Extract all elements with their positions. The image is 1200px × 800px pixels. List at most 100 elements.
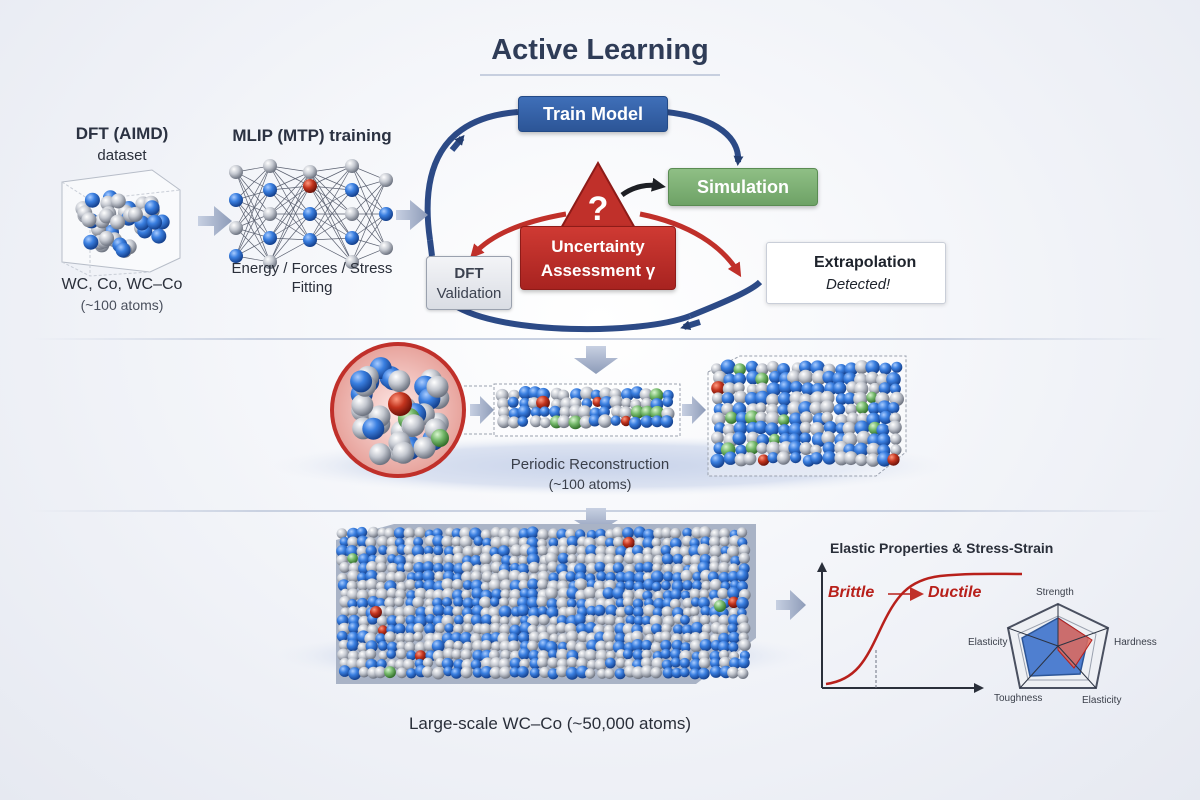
- atom: [403, 605, 416, 618]
- atom: [338, 665, 351, 677]
- atom: [672, 553, 684, 565]
- atom: [577, 405, 592, 419]
- atom: [347, 570, 360, 583]
- atom: [537, 606, 548, 616]
- atom: [546, 624, 559, 636]
- atom: [443, 666, 454, 677]
- atom: [396, 562, 407, 573]
- atom: [432, 555, 444, 566]
- atom: [480, 640, 492, 652]
- atom: [481, 570, 494, 583]
- atom: [632, 649, 644, 661]
- atom: [451, 536, 462, 547]
- atom: [866, 391, 878, 403]
- arrow-mlip-to-loop: [396, 200, 428, 230]
- atom: [587, 659, 598, 671]
- dft-validation-box: DFT Validation: [426, 256, 512, 310]
- atom: [718, 614, 730, 627]
- atom: [518, 579, 530, 591]
- atom: [414, 580, 425, 590]
- atom: [603, 553, 617, 567]
- atom: [877, 400, 892, 415]
- atom: [660, 639, 672, 652]
- atom: [727, 571, 740, 583]
- atom: [452, 606, 463, 617]
- atom: [529, 415, 542, 428]
- atom: [679, 657, 690, 669]
- nn-connection: [309, 165, 353, 215]
- atom: [735, 444, 747, 457]
- atom: [547, 561, 559, 573]
- atom: [462, 580, 473, 591]
- nn-connection: [351, 179, 387, 263]
- nn-connection: [235, 165, 271, 201]
- atom: [720, 359, 736, 375]
- atom: [337, 579, 350, 592]
- atom: [394, 623, 406, 635]
- atom: [765, 422, 779, 437]
- slab-green-atom: [714, 600, 726, 612]
- atom: [548, 537, 559, 548]
- atom: [604, 614, 616, 627]
- radar-label-hardness: Hardness: [1114, 637, 1157, 648]
- atom: [499, 597, 509, 608]
- nn-node: [379, 241, 393, 255]
- atom: [549, 616, 560, 626]
- atom: [424, 598, 435, 608]
- atom: [365, 537, 377, 549]
- atom: [366, 561, 379, 574]
- atom: [537, 545, 549, 556]
- atom: [879, 410, 893, 424]
- atom: [462, 597, 475, 610]
- atom: [832, 372, 846, 386]
- atom: [518, 647, 531, 660]
- nn-node: [263, 231, 277, 245]
- nn-connection: [309, 171, 353, 239]
- atom: [433, 545, 444, 556]
- atom: [744, 392, 760, 407]
- atom: [151, 228, 167, 244]
- atom: [800, 411, 813, 425]
- atom: [738, 622, 751, 635]
- atom: [442, 597, 453, 608]
- atom: [517, 666, 529, 678]
- atom: [470, 614, 483, 627]
- atom: [507, 416, 520, 429]
- atom: [776, 451, 791, 465]
- nn-connection: [351, 179, 387, 239]
- atom: [422, 561, 434, 573]
- atom: [393, 527, 406, 539]
- atom: [628, 416, 642, 430]
- atom: [548, 528, 560, 540]
- atom: [497, 569, 511, 583]
- atom: [689, 668, 701, 680]
- atom: [386, 536, 398, 548]
- atom: [597, 668, 608, 679]
- atom: [682, 527, 693, 538]
- atom: [414, 650, 427, 662]
- atom: [556, 665, 569, 678]
- atom: [357, 572, 368, 583]
- atom: [615, 657, 626, 669]
- nn-node: [379, 207, 393, 221]
- atom: [546, 606, 559, 619]
- atom: [709, 561, 721, 573]
- atom: [622, 623, 635, 636]
- atom: [614, 632, 626, 644]
- atom: [598, 414, 612, 428]
- atom: [585, 544, 598, 557]
- atom: [498, 605, 512, 619]
- atom: [405, 554, 416, 565]
- atom: [833, 381, 847, 395]
- atom: [722, 382, 737, 396]
- atom: [584, 668, 596, 679]
- atom: [643, 553, 654, 565]
- atom: [441, 535, 454, 548]
- radar-spoke: [1057, 645, 1097, 689]
- atom: [769, 370, 782, 384]
- atom: [605, 604, 618, 617]
- atom: [865, 360, 880, 375]
- atom: [833, 403, 846, 416]
- atom: [584, 649, 597, 662]
